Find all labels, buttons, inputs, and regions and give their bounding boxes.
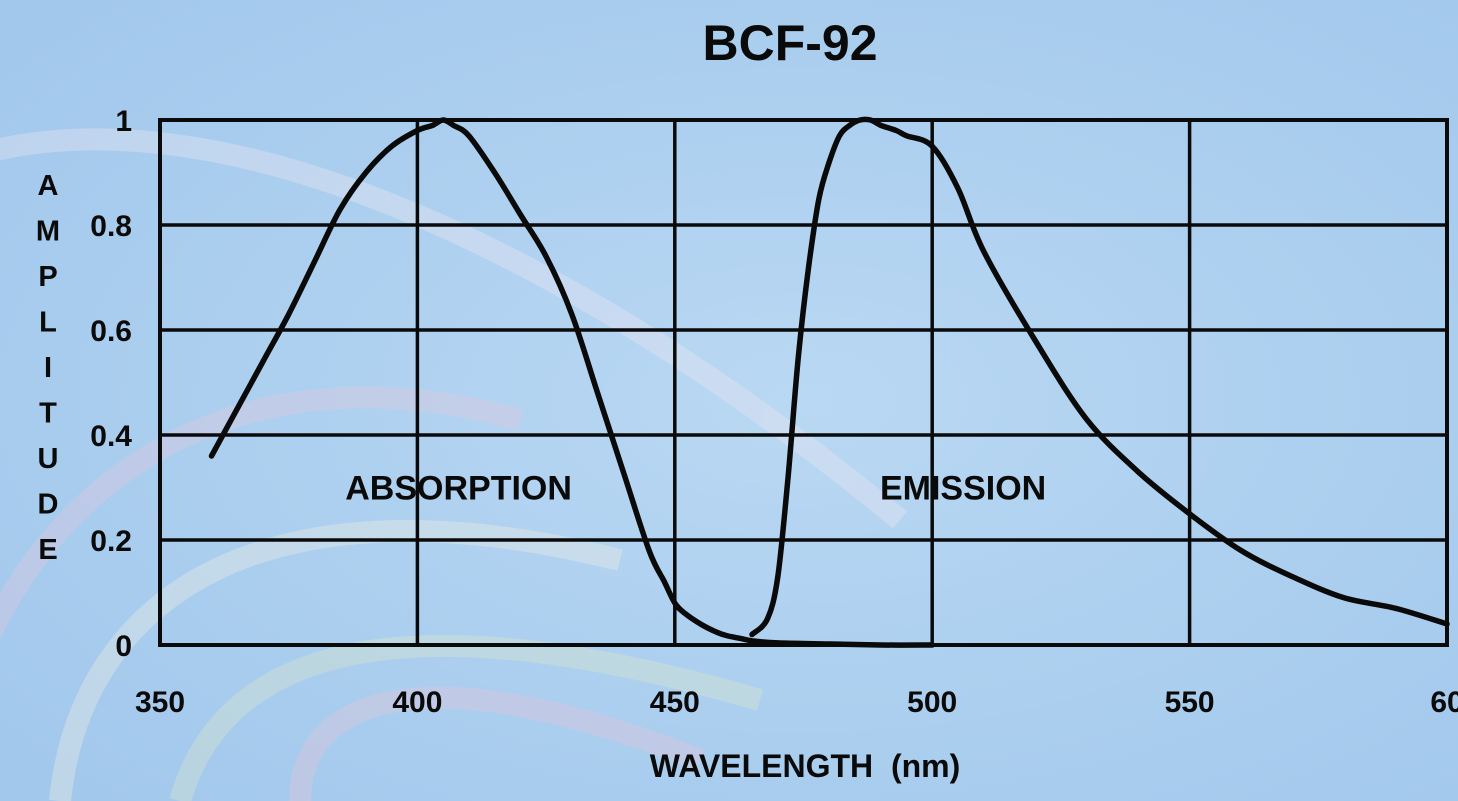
y-axis-label-letter: M [36,216,60,248]
y-axis-label-letter: A [38,170,59,202]
y-axis-label-letter: L [39,307,57,339]
y-axis-label-letter: P [38,261,57,293]
annotations: ABSORPTION EMISSION [345,470,1046,508]
grid [158,118,1449,647]
plot-frame [158,118,1449,647]
y-axis-label-letter: D [38,489,59,521]
y-axis-label-letter: T [39,398,57,430]
y-tick-label: 0.6 [90,315,132,348]
x-tick-label: 400 [392,686,442,719]
y-axis-label-letter: E [38,534,57,566]
x-tick-label: 550 [1165,686,1215,719]
annotation-label: ABSORPTION [345,470,572,508]
x-tick-label: 450 [650,686,700,719]
chart-title: BCF-92 [702,15,877,71]
x-axis-label: WAVELENGTH (nm) [650,748,961,784]
x-tick-label: 350 [135,686,185,719]
x-tick-label: 60 [1430,686,1458,719]
y-axis-label-letter: U [38,443,59,475]
plot-area [208,116,1450,648]
series-line-1 [208,117,935,648]
y-tick-label: 0.8 [90,210,132,243]
y-tick-label: 0.2 [90,525,132,558]
y-tick-label: 1 [115,105,132,138]
y-tick-label: 0 [115,630,132,663]
annotation-label: EMISSION [880,470,1046,508]
x-tick-label: 500 [907,686,957,719]
series-line-2 [749,116,1450,638]
y-tick-label: 0.4 [90,420,132,453]
y-axis-label-letter: I [44,352,52,384]
